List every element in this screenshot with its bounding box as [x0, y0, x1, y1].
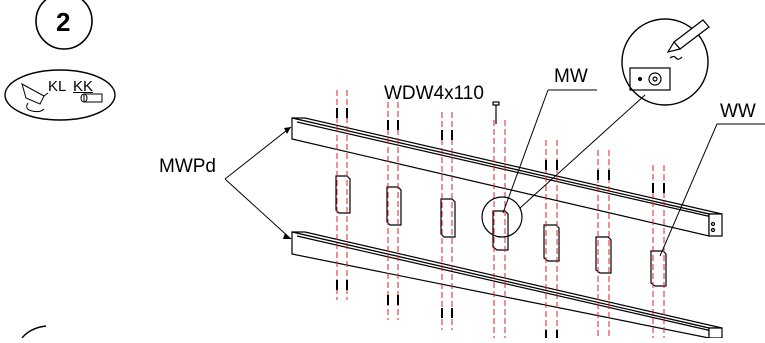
mark-hole-icon — [629, 67, 671, 91]
glue-label: KL — [48, 78, 67, 95]
clamp-icon — [80, 93, 103, 103]
middle-panel-label: MW — [554, 66, 588, 87]
dowels — [336, 108, 665, 338]
pencil-icon — [666, 19, 710, 60]
arrowheads — [283, 127, 291, 239]
dowel-guide-lines — [336, 90, 665, 338]
tool-ellipse — [4, 69, 116, 121]
end-panel-label: WW — [720, 101, 756, 122]
rails-label: MWPd — [159, 156, 216, 177]
clamp-label: KK — [73, 78, 94, 95]
dowel-label: WDW4x110 — [384, 83, 484, 104]
zoom-circle — [481, 196, 523, 238]
leader-lines — [224, 89, 765, 257]
bottom-rail — [291, 231, 723, 339]
detail-circle — [621, 18, 709, 106]
step-number: 2 — [56, 7, 71, 37]
glue-bottle-icon — [21, 82, 49, 113]
next-step-circle — [21, 325, 47, 339]
top-rail — [291, 117, 723, 237]
step-circle — [35, 0, 93, 50]
dowel-detail — [492, 101, 500, 124]
